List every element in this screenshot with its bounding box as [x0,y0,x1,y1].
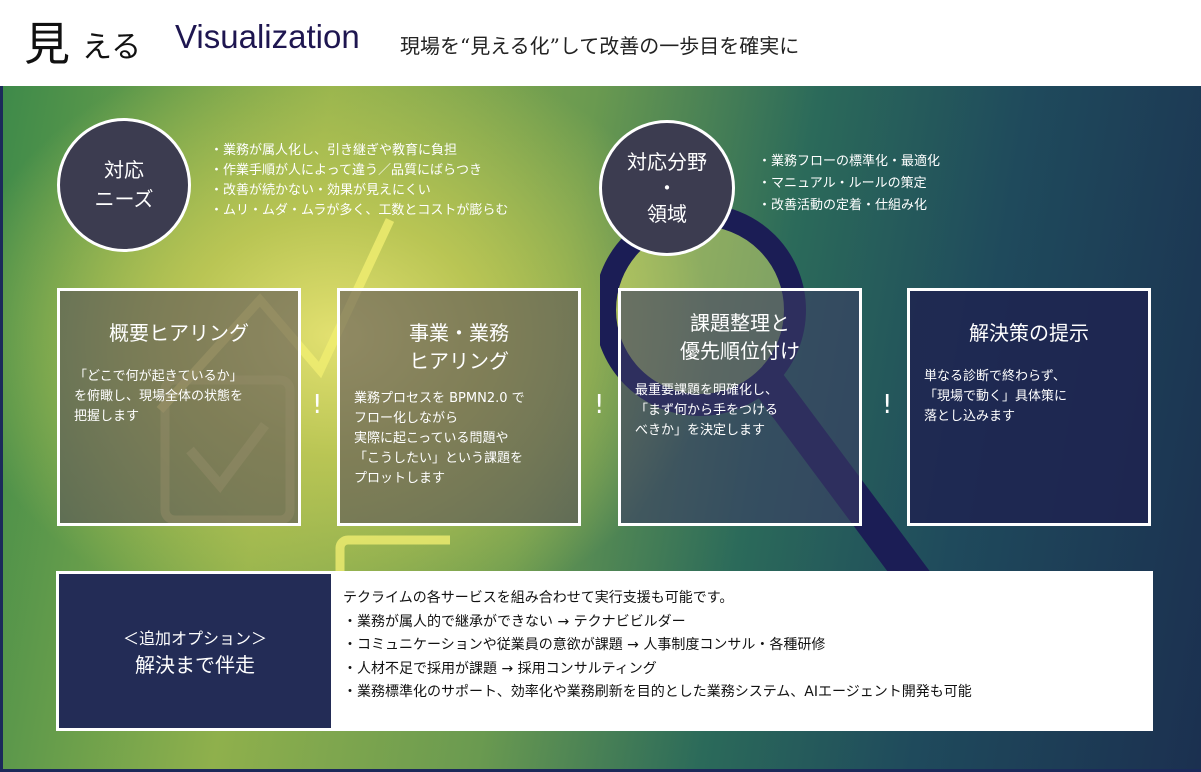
step-card-solution: 解決策の提示 単なる診断で終わらず、 「現場で動く」具体策に 落とし込みます [907,288,1151,526]
option-label: ＜追加オプション＞ 解決まで伴走 [56,571,331,731]
option-line: ・人材不足で採用が課題 → 採用コンサルティング [343,660,657,677]
fields-title-dot: ・ [657,176,677,200]
title-kanji: 見 [24,17,70,71]
option-label-small: ＜追加オプション＞ [122,628,267,648]
step-card-overview: 概要ヒアリング 「どこで何が起きているか」 を俯瞰し、現場全体の状態を 把握しま… [57,288,301,526]
fields-title-2: 領域 [647,202,687,226]
title-english: Visualization [175,18,360,55]
header: 見 える Visualization 現場を“見える化”して改善の一歩目を確実に [0,0,1201,86]
subtitle: 現場を“見える化”して改善の一歩目を確実に [400,34,800,58]
fields-item: ・マニュアル・ルールの策定 [758,176,927,191]
option-line: ・業務標準化のサポート、効率化や業務刷新を目的とした業務システム、AIエージェン… [343,684,972,700]
step-body: 「どこで何が起きているか」 を俯瞰し、現場全体の状態を 把握します [74,369,244,424]
needs-title: 対応 [104,158,144,182]
fields-circle: 対応分野 ・ 領域 [599,120,735,256]
step-separator: ! [882,390,893,420]
step-separator: ! [312,390,323,420]
needs-item: ・改善が続かない・効果が見えにくい [210,183,431,198]
fields-title: 対応分野 [627,150,707,174]
fields-list: ・業務フローの標準化・最適化 ・マニュアル・ルールの策定 ・改善活動の定着・仕組… [758,151,940,217]
step-card-issues: 課題整理と 優先順位付け 最重要課題を明確化し、 「まず何から手をつける べきか… [618,288,862,526]
step-body: 単なる診断で終わらず、 「現場で動く」具体策に 落とし込みます [924,369,1068,424]
step-card-business: 事業・業務 ヒアリング 業務プロセスを BPMN2.0 で フロー化しながら 実… [337,288,581,526]
step-body: 業務プロセスを BPMN2.0 で フロー化しながら 実際に起こっている問題や … [354,391,525,486]
step-title: 解決策の提示 [969,321,1089,345]
needs-item: ・業務が属人化し、引き継ぎや教育に負担 [210,143,458,158]
step-title: 事業・業務 ヒアリング [409,321,509,373]
title-kana: える [82,30,142,65]
option-line: テクライムの各サービスを組み合わせて実行支援も可能です。 [343,590,734,606]
step-title: 課題整理と 優先順位付け [680,311,800,363]
option-label-big: 解決まで伴走 [135,652,255,677]
step-title: 概要ヒアリング [109,321,249,345]
step-separator: ! [594,390,605,420]
fields-item: ・業務フローの標準化・最適化 [758,154,941,169]
needs-circle: 対応 ニーズ [57,118,191,252]
needs-list: ・業務が属人化し、引き継ぎや教育に負担 ・作業手順が人によって違う／品質にばらつ… [210,141,508,221]
option-line: ・コミュニケーションや従業員の意欲が課題 → 人事制度コンサル・各種研修 [343,637,826,653]
needs-title-2: ニーズ [94,187,154,211]
needs-item: ・ムリ・ムダ・ムラが多く、工数とコストが膨らむ [210,203,509,218]
fields-item: ・改善活動の定着・仕組み化 [758,198,928,213]
option-line: ・業務が属人的で継承ができない → テクナビビルダー [343,613,686,630]
step-body: 最重要課題を明確化し、 「まず何から手をつける べきか」を決定します [635,383,779,438]
option-box: ＜追加オプション＞ 解決まで伴走 テクライムの各サービスを組み合わせて実行支援も… [56,571,1153,731]
option-details: テクライムの各サービスを組み合わせて実行支援も可能です。 ・業務が属人的で継承が… [331,571,1153,731]
needs-item: ・作業手順が人によって違う／品質にばらつき [210,163,482,178]
